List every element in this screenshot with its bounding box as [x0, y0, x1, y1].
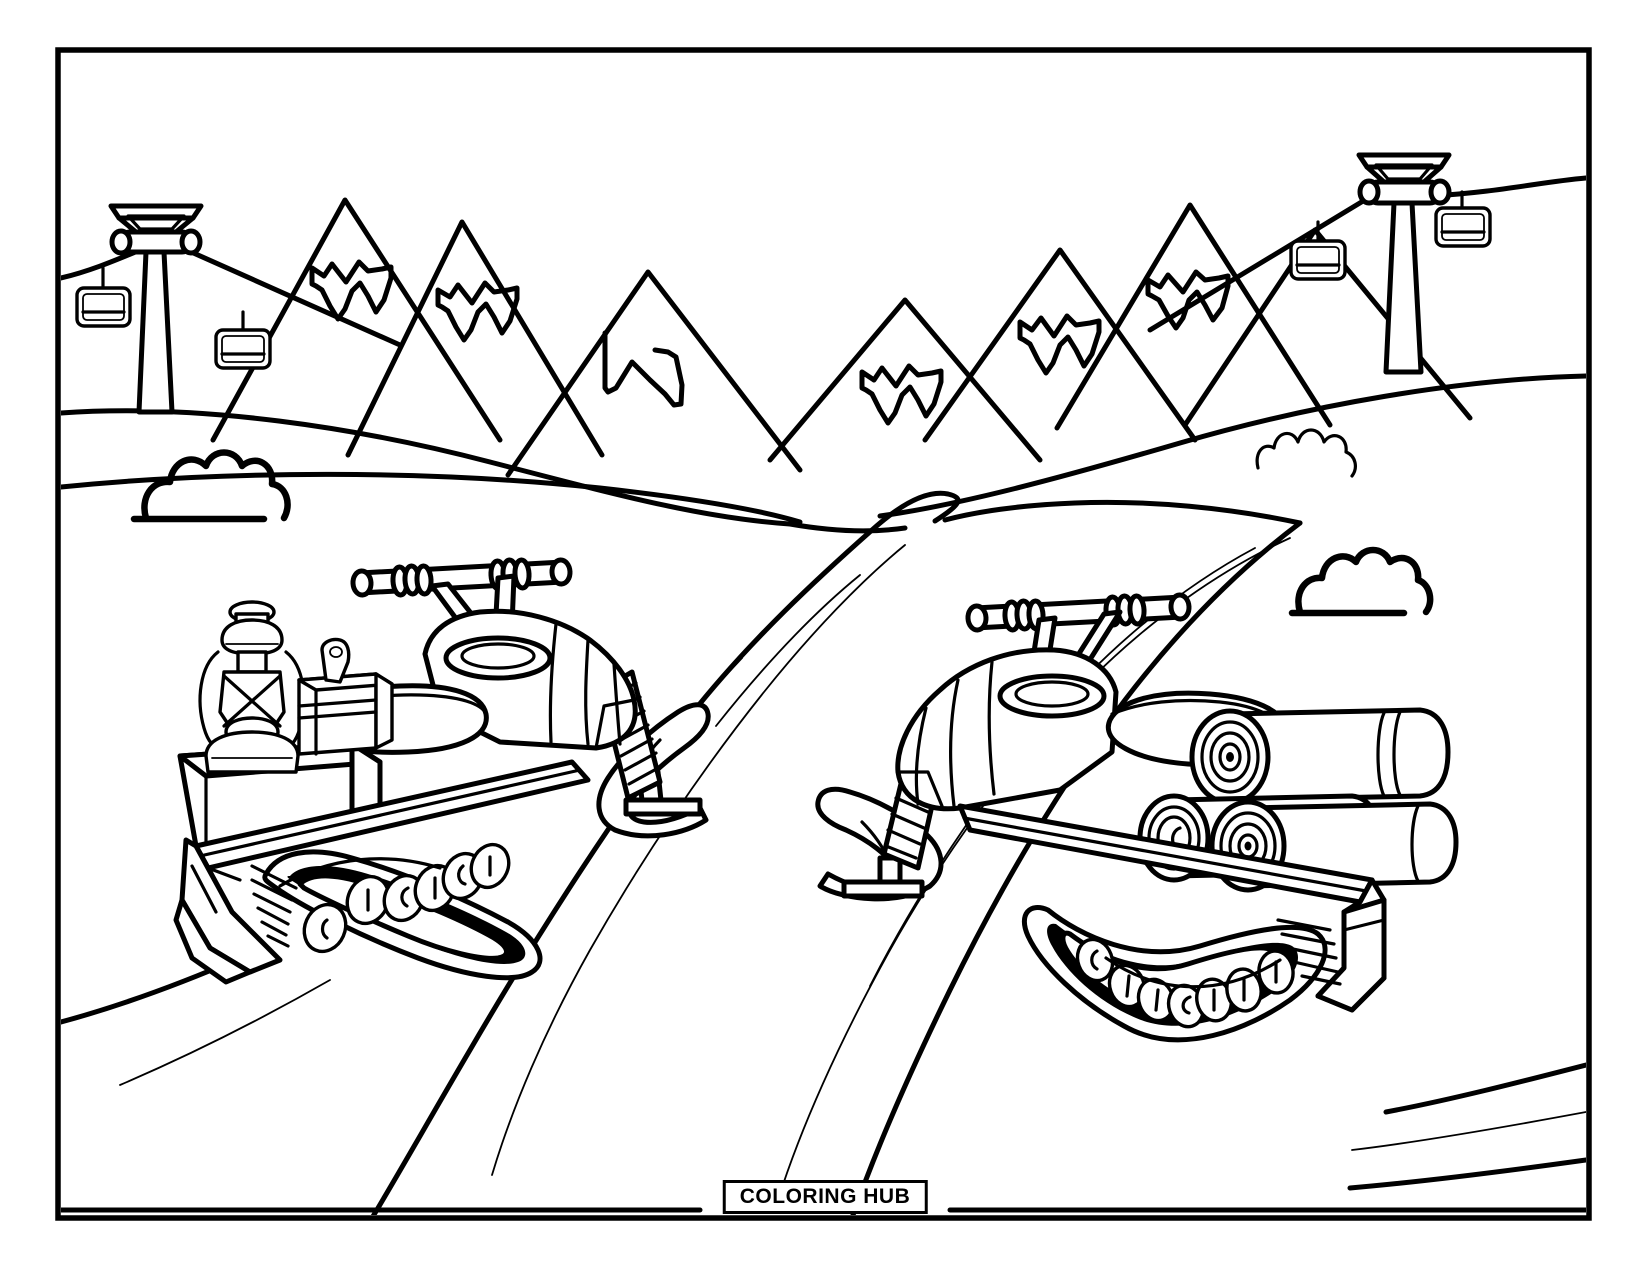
foreground-snow-contours: [61, 955, 1586, 1191]
snowmobile-left-chassis: [173, 837, 283, 985]
snowmobile-right: [815, 592, 1459, 1043]
snowmobile-right-handlebars: [965, 592, 1192, 633]
snowmobile-right-track: [1021, 905, 1342, 1043]
snowmobile-left-track: [250, 842, 543, 981]
bush-right-lower: [1288, 546, 1434, 617]
snowmobile-right-cargo-rolls: [1137, 707, 1459, 893]
gondola-car-2: [214, 310, 272, 370]
snowmobile-left: [173, 557, 711, 985]
snowmobile-left-lantern: [198, 600, 306, 774]
watermark-label: COLORING HUB: [722, 1180, 928, 1214]
page-border: [55, 47, 1592, 1221]
gondola-car-1: [75, 266, 132, 328]
bush-left: [130, 449, 291, 523]
gondola-car-4: [1434, 190, 1492, 248]
snow-hills: [61, 373, 1586, 534]
snowmobile-left-fuel-can: [297, 637, 394, 756]
snowmobile-right-tunnel-vents: [1276, 918, 1342, 986]
snowmobile-right-hood: [895, 647, 1119, 812]
snowmobile-left-road-wheels: [302, 842, 511, 954]
snowmobile-left-tunnel-vents: [250, 864, 298, 948]
gondola-car-3: [1289, 220, 1347, 281]
ski-lift-tower-left: [108, 203, 204, 415]
bush-right-upper: [1255, 428, 1357, 478]
ski-lift-tower-right: [1356, 152, 1452, 375]
snowmobile-right-chassis: [1315, 877, 1387, 1013]
mountain-range: [210, 197, 1473, 478]
